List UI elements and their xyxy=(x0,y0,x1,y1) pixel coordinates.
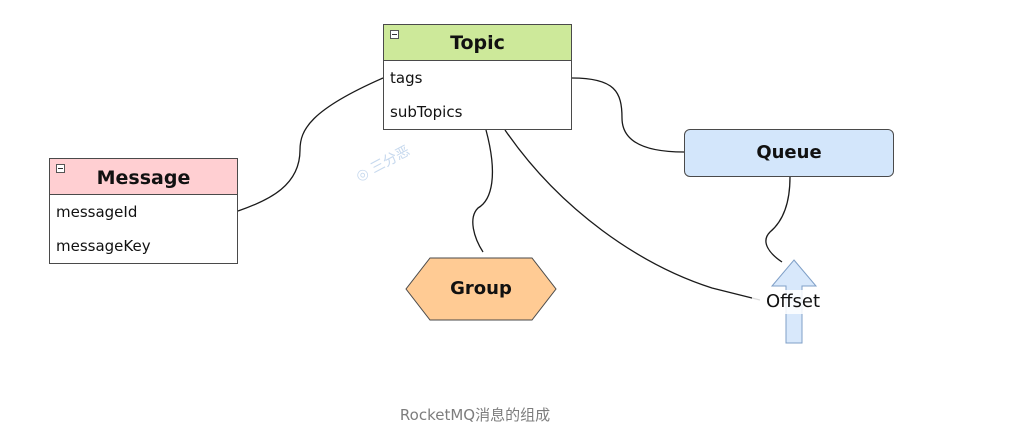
message-header: Message xyxy=(50,159,237,195)
connector-queue-offset xyxy=(765,176,791,263)
queue-node[interactable]: Queue xyxy=(684,129,894,177)
connector-topic-queue xyxy=(571,77,685,153)
collapse-icon[interactable] xyxy=(56,164,65,173)
topic-entity[interactable]: Topic tags subTopics xyxy=(383,24,572,130)
topic-field-subtopics: subTopics xyxy=(390,103,463,121)
connector-topic-offset xyxy=(504,129,761,301)
figure-caption: RocketMQ消息的组成 xyxy=(399,406,551,424)
connector-topic-message xyxy=(237,77,384,212)
message-field-messageid: messageId xyxy=(56,203,138,221)
message-field-messagekey: messageKey xyxy=(56,237,151,255)
connector-topic-group xyxy=(472,129,494,253)
offset-label: Offset xyxy=(752,290,834,314)
group-label: Group xyxy=(450,278,512,299)
topic-field-tags: tags xyxy=(390,69,423,87)
topic-title: Topic xyxy=(450,32,505,54)
topic-header: Topic xyxy=(384,25,571,61)
message-entity[interactable]: Message messageId messageKey xyxy=(49,158,238,264)
message-title: Message xyxy=(96,167,191,189)
group-hexagon[interactable] xyxy=(405,257,557,321)
collapse-icon[interactable] xyxy=(390,30,399,39)
